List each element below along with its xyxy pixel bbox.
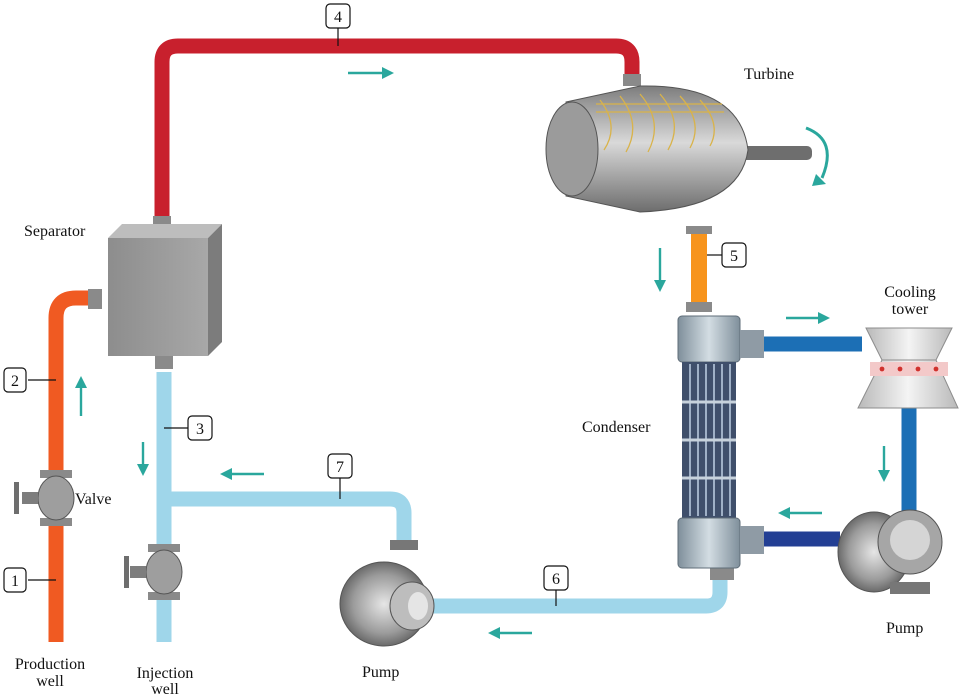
flow-arrow-icon bbox=[786, 312, 830, 324]
rotation-arrow-icon bbox=[805, 126, 829, 179]
connector bbox=[155, 355, 173, 369]
marker-4: 4 bbox=[325, 3, 351, 46]
turbine-label: Turbine bbox=[744, 66, 794, 83]
marker-2-text: 2 bbox=[11, 373, 19, 390]
flow-arrow-icon bbox=[348, 67, 394, 79]
flow-arrow-icon bbox=[488, 627, 532, 639]
marker-7: 7 bbox=[327, 453, 353, 499]
valve-production bbox=[14, 470, 75, 526]
cooling-tower-label-line1: Cooling bbox=[884, 284, 936, 301]
marker-1-text: 1 bbox=[11, 573, 19, 590]
separator bbox=[108, 224, 222, 356]
turbine-exhaust-pipe bbox=[691, 230, 707, 312]
marker-1: 1 bbox=[3, 567, 56, 593]
valve-label: Valve bbox=[75, 491, 111, 508]
pump-right-label: Pump bbox=[886, 620, 923, 637]
production-well-label-line2: well bbox=[36, 673, 64, 690]
production-well-label-line1: Production bbox=[15, 656, 85, 673]
connector bbox=[88, 289, 102, 309]
connector bbox=[153, 216, 171, 226]
pump-left bbox=[339, 540, 435, 647]
marker-5: 5 bbox=[707, 242, 747, 268]
pump-right bbox=[837, 509, 943, 594]
marker-4-text: 4 bbox=[334, 9, 342, 26]
flow-arrow-icon bbox=[220, 468, 264, 480]
production-pipe bbox=[48, 290, 96, 642]
connector bbox=[686, 302, 712, 312]
marker-7-text: 7 bbox=[336, 459, 344, 476]
pump-left-label: Pump bbox=[362, 664, 399, 681]
marker-2: 2 bbox=[3, 367, 56, 393]
cooling-tower bbox=[857, 327, 959, 409]
steam-pipe bbox=[154, 38, 640, 222]
injection-well-label-line2: well bbox=[151, 681, 179, 695]
reinjection-pipe bbox=[164, 491, 412, 548]
flow-arrow-icon bbox=[654, 248, 666, 292]
marker-3-text: 3 bbox=[196, 421, 204, 438]
flow-arrow-icon bbox=[75, 376, 87, 416]
condenser-label: Condenser bbox=[582, 419, 651, 436]
flow-arrow-icon bbox=[137, 442, 149, 476]
condenser bbox=[677, 315, 764, 569]
flow-arrow-icon bbox=[878, 446, 890, 482]
connector bbox=[710, 566, 734, 580]
condensate-pipe bbox=[430, 572, 728, 614]
connector bbox=[623, 74, 641, 86]
marker-6: 6 bbox=[543, 565, 569, 606]
turbine bbox=[545, 85, 829, 213]
flow-arrow-icon bbox=[778, 507, 822, 519]
marker-6-text: 6 bbox=[552, 571, 560, 588]
separator-label: Separator bbox=[24, 223, 86, 240]
marker-5-text: 5 bbox=[730, 248, 738, 265]
marker-3: 3 bbox=[164, 415, 213, 441]
cooling-tower-label-line2: tower bbox=[892, 301, 929, 318]
injection-well-label-line1: Injection bbox=[137, 665, 194, 682]
valve-injection bbox=[124, 544, 183, 600]
connector bbox=[686, 226, 712, 234]
